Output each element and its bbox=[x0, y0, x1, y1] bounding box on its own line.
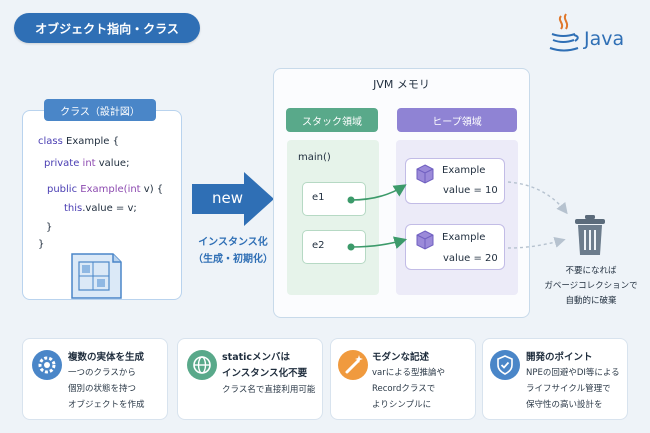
cube-icon bbox=[416, 164, 434, 184]
variable-label: e1 bbox=[312, 192, 325, 203]
shield-check-icon bbox=[490, 350, 520, 380]
code-line-2: private int value; bbox=[44, 158, 130, 169]
card-line: Recordクラスで bbox=[372, 384, 436, 394]
card-title: staticメンバは bbox=[222, 352, 291, 363]
blueprint-document-icon bbox=[71, 253, 122, 299]
gc-caption-line: 不要になれば bbox=[565, 266, 617, 276]
object-value: value = 10 bbox=[443, 185, 498, 196]
trash-icon bbox=[575, 215, 605, 255]
code-line-5: } bbox=[46, 222, 53, 233]
globe-icon bbox=[187, 350, 217, 380]
card-line: クラス名で直接利用可能 bbox=[222, 385, 316, 395]
code-line-6: } bbox=[38, 239, 45, 250]
object-class-name: Example bbox=[442, 232, 486, 243]
page-title: オブジェクト指向・クラス bbox=[14, 13, 200, 43]
jvm-title: JVM メモリ bbox=[373, 78, 430, 91]
gear-icon bbox=[32, 350, 62, 380]
code-line-1: class Example { bbox=[38, 136, 119, 147]
java-logo-text: Java bbox=[584, 28, 625, 50]
card-line: 一つのクラスから bbox=[68, 368, 136, 378]
magic-wand-icon bbox=[338, 350, 368, 380]
card-title: 開発のポイント bbox=[526, 352, 593, 363]
instantiation-caption: インスタンス化 bbox=[198, 237, 268, 248]
coffee-cup-icon bbox=[549, 13, 579, 52]
card-line: NPEの回避やDI等による bbox=[526, 368, 620, 378]
gc-caption-line: ガベージコレクションで bbox=[544, 281, 638, 291]
new-keyword: new bbox=[212, 189, 244, 207]
card-line: ライフサイクル管理で bbox=[526, 384, 611, 394]
card-line: varによる型推論や bbox=[372, 368, 445, 378]
heap-label: ヒープ領域 bbox=[397, 108, 517, 132]
code-line-4: this.value = v; bbox=[64, 203, 137, 214]
card-line: オブジェクトを作成 bbox=[68, 400, 145, 410]
card-title: 複数の実体を生成 bbox=[68, 352, 145, 363]
stack-area bbox=[287, 140, 379, 295]
main-frame-label: main() bbox=[298, 152, 331, 163]
variable-label: e2 bbox=[312, 240, 325, 251]
cube-icon bbox=[416, 230, 434, 250]
object-value: value = 20 bbox=[443, 253, 498, 264]
card-line: 個別の状態を持つ bbox=[68, 384, 137, 394]
code-line-3: public Example(int v) { bbox=[47, 184, 164, 195]
card-title-line-2: インスタンス化不要 bbox=[222, 368, 308, 379]
card-title: モダンな記述 bbox=[372, 352, 430, 363]
card-line: 保守性の高い設計を bbox=[526, 400, 603, 410]
gc-caption-line: 自動的に破棄 bbox=[565, 296, 617, 306]
stack-label: スタック領域 bbox=[286, 108, 378, 132]
card-line: よりシンプルに bbox=[372, 400, 432, 410]
instantiation-subcaption: （生成・初期化） bbox=[193, 254, 273, 265]
new-arrow bbox=[192, 172, 274, 226]
class-card-label: クラス（設計図） bbox=[44, 99, 156, 121]
object-class-name: Example bbox=[442, 165, 486, 176]
